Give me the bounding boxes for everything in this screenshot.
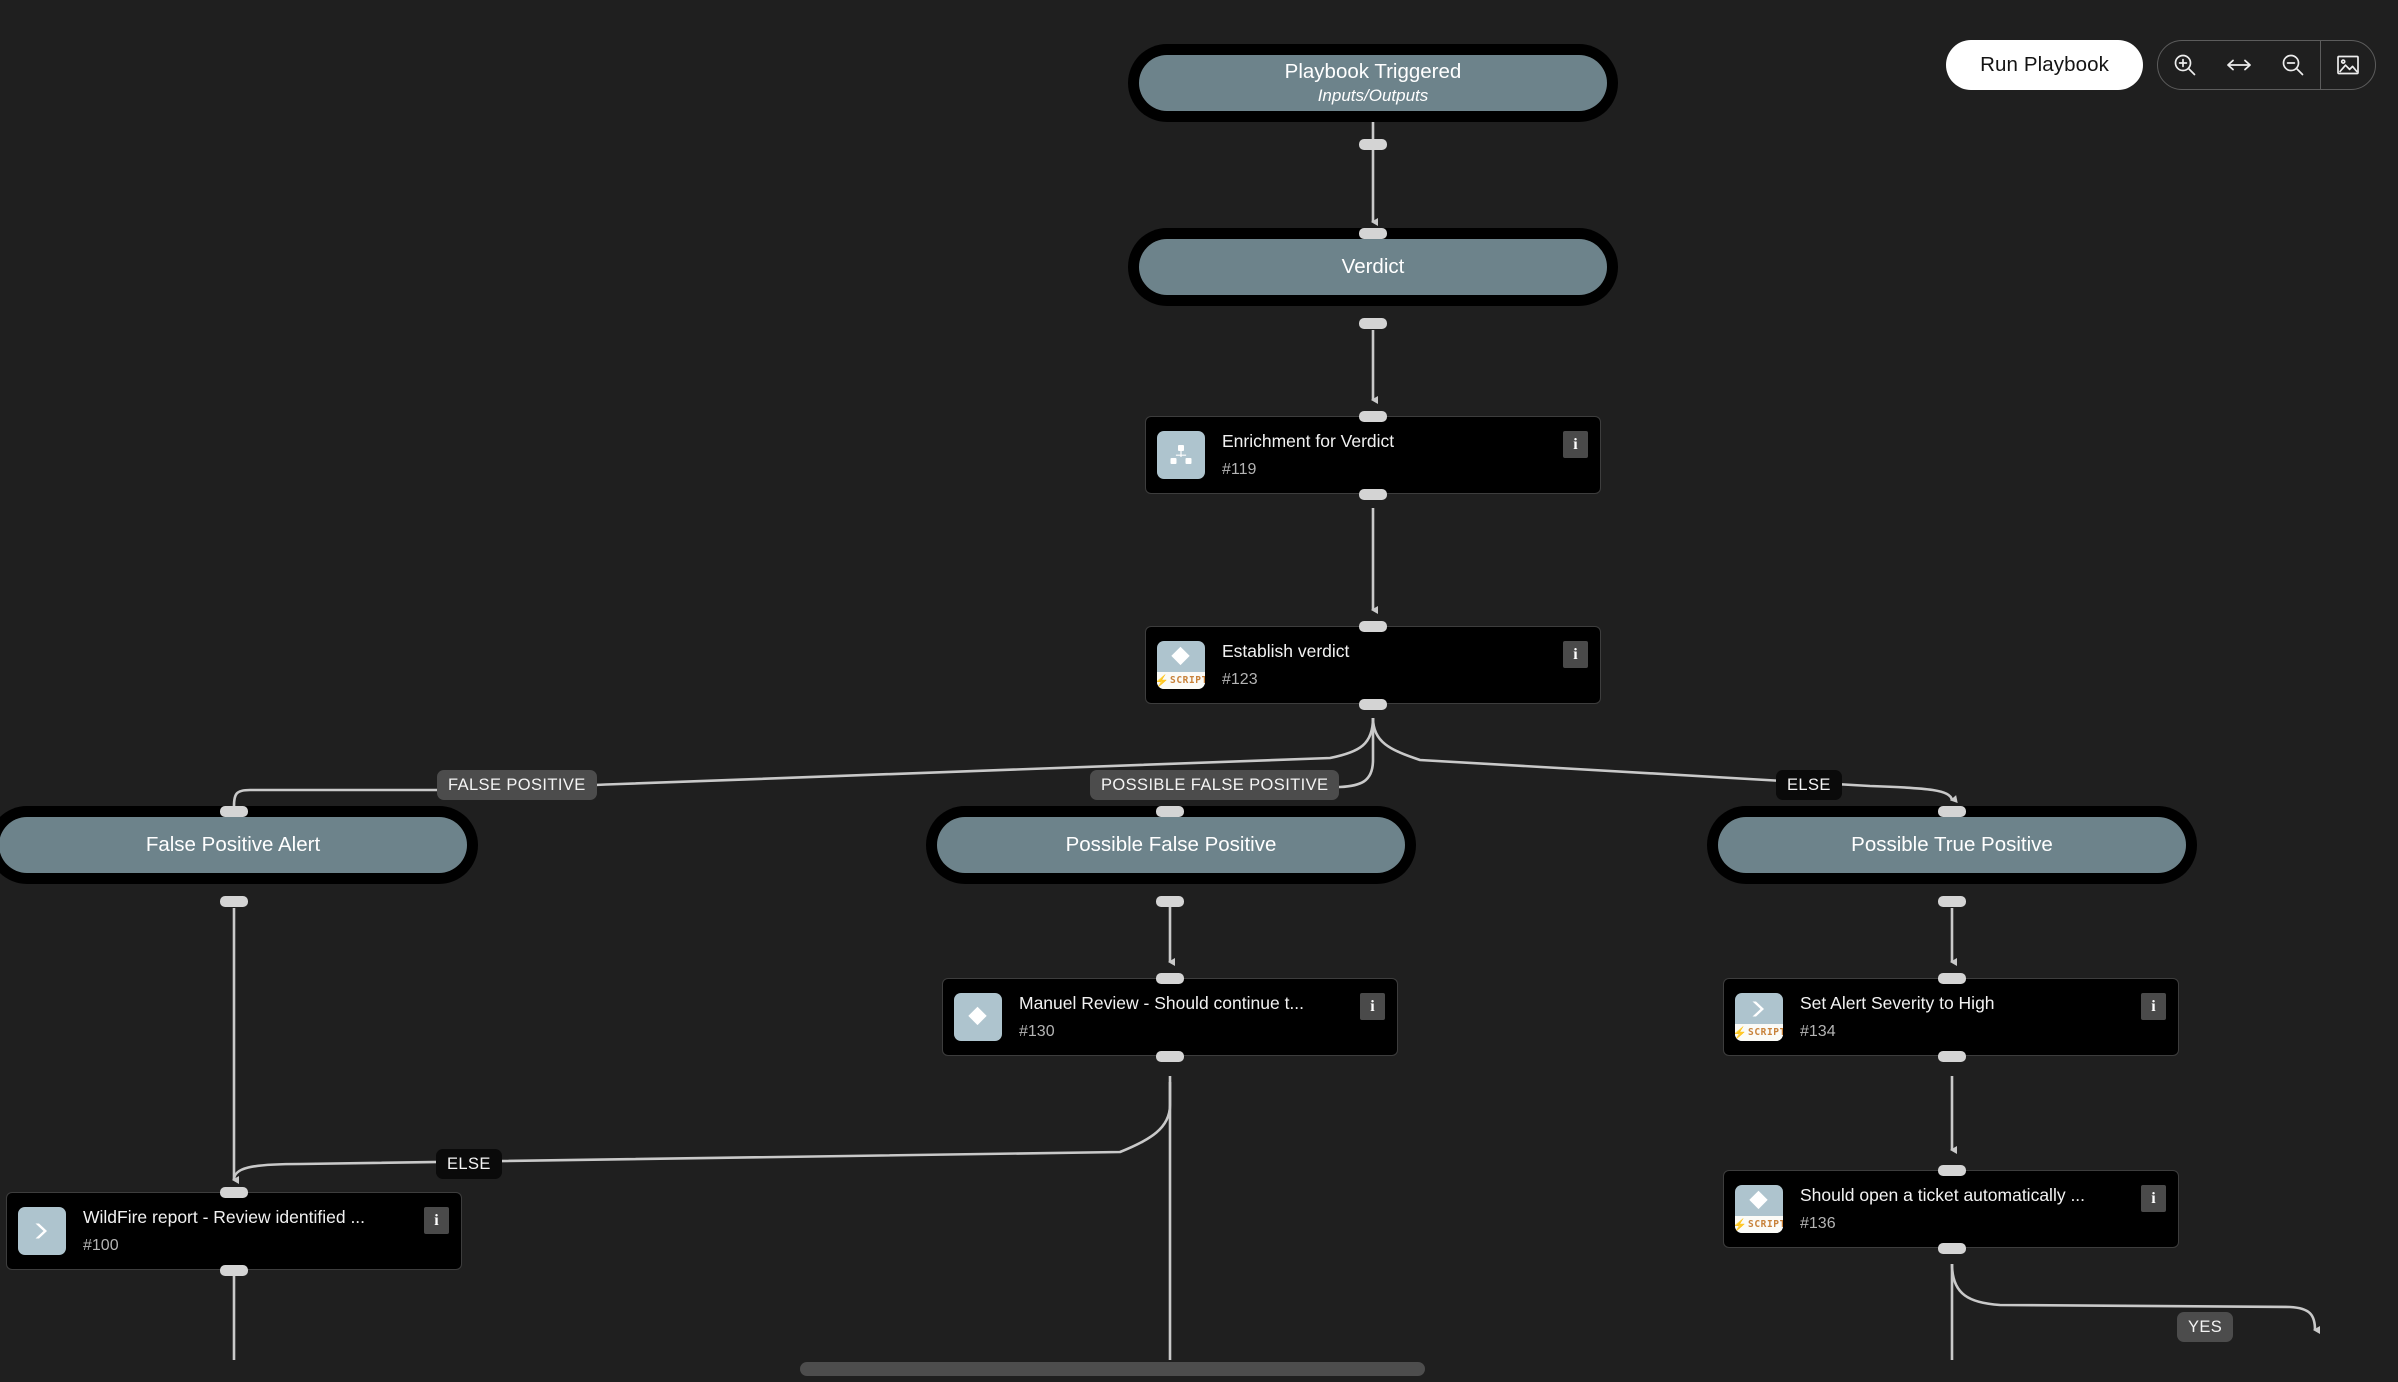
task-body: Establish verdict #123 [1205,638,1589,692]
node-handle-output[interactable] [1359,318,1387,329]
task-title: WildFire report - Review identified ... [83,1208,366,1228]
run-playbook-button[interactable]: Run Playbook [1946,40,2143,90]
task-node-establish-verdict[interactable]: ⚡ SCRIPT Establish verdict #123 i [1145,626,1601,704]
task-body: Set Alert Severity to High #134 [1783,990,2167,1044]
edge-label-yes[interactable]: YES [2177,1312,2234,1342]
task-title: Should open a ticket automatically ... [1800,1186,2086,1206]
section-title: Possible False Positive [1065,833,1277,857]
node-handle-output[interactable] [1938,896,1966,907]
condition-diamond-icon: ⚡ SCRIPT [1735,1185,1783,1233]
node-handle-input[interactable] [1938,1165,1966,1176]
edge-else-true-positive [1371,717,1958,803]
condition-diamond-icon [954,993,1002,1041]
bolt-icon: ⚡ [1157,673,1170,688]
chevron-task-icon [18,1207,66,1255]
section-node-playbook-triggered[interactable]: Playbook Triggered Inputs/Outputs [1128,44,1618,122]
script-label: SCRIPT [1170,675,1205,686]
task-id: #123 [1222,670,1258,688]
node-handle-input[interactable] [1156,973,1184,984]
sub-playbook-icon [1157,431,1205,479]
task-title: Establish verdict [1222,642,1350,662]
task-id: #130 [1019,1022,1055,1040]
bolt-icon: ⚡ [1735,1217,1748,1232]
section-inner: False Positive Alert [0,817,467,873]
section-inner: Verdict [1139,239,1607,295]
section-title: False Positive Alert [145,833,321,857]
task-node-set-alert-severity[interactable]: ⚡ SCRIPT Set Alert Severity to High #134… [1723,978,2179,1056]
chevron-task-icon: ⚡ SCRIPT [1735,993,1783,1041]
node-handle-output[interactable] [1359,139,1387,150]
canvas-toolbar: Run Playbook [1946,40,2376,90]
edge-label-else-true-positive[interactable]: ELSE [1776,770,1842,800]
edge-label-else-wildfire[interactable]: ELSE [436,1149,502,1179]
task-node-should-open-ticket[interactable]: ⚡ SCRIPT Should open a ticket automatica… [1723,1170,2179,1248]
task-id: #134 [1800,1022,1836,1040]
task-title: Manuel Review - Should continue t... [1019,994,1305,1014]
info-icon[interactable]: i [1563,431,1588,458]
node-handle-input[interactable] [1359,621,1387,632]
info-icon[interactable]: i [1360,993,1385,1020]
node-handle-input[interactable] [1938,973,1966,984]
node-handle-output[interactable] [1938,1051,1966,1062]
task-id: #136 [1800,1214,1836,1232]
script-label: SCRIPT [1748,1027,1783,1038]
task-node-enrichment-for-verdict[interactable]: Enrichment for Verdict #119 i [1145,416,1601,494]
node-handle-output[interactable] [220,1265,248,1276]
zoom-out-icon[interactable] [2266,41,2320,89]
task-body: Enrichment for Verdict #119 [1205,428,1589,482]
edge-label-false-positive[interactable]: FALSE POSITIVE [437,770,597,800]
toolbar-divider [2320,41,2321,89]
section-subtitle: Inputs/Outputs [1317,85,1429,105]
task-title: Set Alert Severity to High [1800,994,1995,1014]
edge-ticket-yes [1950,1263,2321,1334]
export-image-icon[interactable] [2321,41,2375,89]
script-badge: ⚡ SCRIPT [1735,1024,1783,1041]
section-inner: Playbook Triggered Inputs/Outputs [1139,55,1607,111]
section-title: Playbook Triggered [1284,60,1462,84]
script-badge: ⚡ SCRIPT [1735,1216,1783,1233]
node-handle-input[interactable] [1359,228,1387,239]
edge-label-possible-false-positive[interactable]: POSSIBLE FALSE POSITIVE [1090,770,1340,800]
node-handle-output[interactable] [1938,1243,1966,1254]
zoom-controls-group [2157,40,2376,90]
bolt-icon: ⚡ [1735,1025,1748,1040]
section-inner: Possible True Positive [1718,817,2186,873]
task-title: Enrichment for Verdict [1222,432,1395,452]
section-node-verdict[interactable]: Verdict [1128,228,1618,306]
node-handle-input[interactable] [1938,806,1966,817]
info-icon[interactable]: i [424,1207,449,1234]
zoom-in-icon[interactable] [2158,41,2212,89]
info-icon[interactable]: i [2141,993,2166,1020]
task-body: Manuel Review - Should continue t... #13… [1002,990,1386,1044]
task-id: #100 [83,1236,119,1254]
task-node-manuel-review[interactable]: Manuel Review - Should continue t... #13… [942,978,1398,1056]
node-handle-output[interactable] [1359,699,1387,710]
condition-diamond-icon: ⚡ SCRIPT [1157,641,1205,689]
node-handle-output[interactable] [1156,896,1184,907]
section-title: Possible True Positive [1851,833,2053,857]
info-icon[interactable]: i [1563,641,1588,668]
section-node-possible-true-positive[interactable]: Possible True Positive [1707,806,2197,884]
node-handle-input[interactable] [1359,411,1387,422]
horizontal-scrollbar-thumb[interactable] [800,1362,1425,1376]
section-inner: Possible False Positive [937,817,1405,873]
fit-horizontal-icon[interactable] [2212,41,2266,89]
task-node-wildfire-report[interactable]: WildFire report - Review identified ... … [6,1192,462,1270]
node-handle-input[interactable] [220,806,248,817]
node-handle-input[interactable] [220,1187,248,1198]
node-handle-output[interactable] [220,896,248,907]
section-node-possible-false-positive[interactable]: Possible False Positive [926,806,1416,884]
edge-review-else-to-wildfire [232,1076,1172,1185]
task-body: WildFire report - Review identified ... … [66,1204,450,1258]
script-badge: ⚡ SCRIPT [1157,672,1205,689]
section-node-false-positive-alert[interactable]: False Positive Alert [0,806,478,884]
node-handle-input[interactable] [1156,806,1184,817]
node-handle-output[interactable] [1359,489,1387,500]
node-handle-output[interactable] [1156,1051,1184,1062]
task-body: Should open a ticket automatically ... #… [1783,1182,2167,1236]
script-label: SCRIPT [1748,1219,1783,1230]
section-title: Verdict [1341,255,1405,279]
task-id: #119 [1222,460,1257,478]
info-icon[interactable]: i [2141,1185,2166,1212]
